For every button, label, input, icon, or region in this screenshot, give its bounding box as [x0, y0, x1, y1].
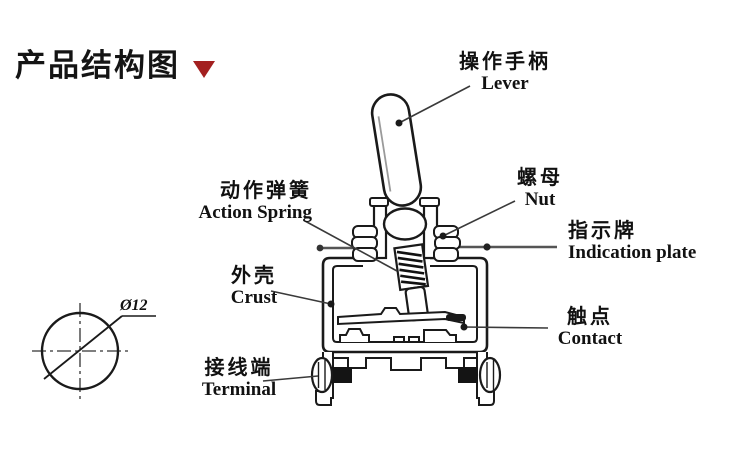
label-contact: 触点 Contact — [548, 306, 632, 349]
leader-nut — [442, 200, 516, 237]
label-lever-en: Lever — [481, 72, 529, 94]
label-action-spring-zh: 动作弹簧 — [220, 180, 312, 202]
pivot-ball — [382, 207, 428, 241]
bushing-lip-left — [369, 197, 389, 207]
leader-contact — [463, 326, 549, 329]
bottom-assembly — [310, 352, 502, 406]
dimension-circle — [32, 303, 156, 399]
nut-facets-left — [351, 225, 378, 262]
base-pedestal-right — [423, 329, 457, 342]
contact-pad — [446, 314, 466, 321]
label-action-spring-en: Action Spring — [198, 201, 313, 223]
label-contact-en: Contact — [557, 327, 623, 349]
spring-coils — [396, 250, 426, 286]
base-bumps-middle — [393, 336, 420, 342]
diameter-line — [43, 315, 123, 380]
label-terminal-en: Terminal — [201, 378, 277, 400]
leader-lever — [398, 85, 471, 124]
lever-highlight — [377, 116, 392, 192]
label-crust: 外壳 Crust — [212, 265, 296, 308]
crust-outer-wall — [321, 256, 489, 354]
leader-action-spring — [304, 220, 398, 272]
terminal-screw-right — [478, 356, 502, 394]
label-nut-en: Nut — [524, 188, 556, 210]
title-down-triangle-icon — [193, 61, 215, 78]
diameter-dimension-label: Ø12 — [120, 297, 148, 314]
label-nut-zh: 螺母 — [517, 167, 563, 189]
label-indication-plate-en: Indication plate — [568, 241, 697, 263]
circle-outline — [40, 311, 120, 391]
label-action-spring: 动作弹簧 Action Spring — [172, 180, 313, 223]
label-crust-en: Crust — [230, 286, 278, 308]
base-pedestal-left — [339, 328, 370, 342]
nut-facets-right — [433, 225, 461, 262]
label-indication-plate: 指示牌 Indication plate — [568, 220, 697, 263]
leader-lines — [262, 85, 549, 382]
label-terminal-zh: 接线端 — [204, 357, 274, 379]
bushing-and-nut — [351, 197, 461, 262]
page-title: 产品结构图 — [15, 48, 180, 83]
label-lever-zh: 操作手柄 — [459, 51, 551, 73]
indication-plate-line — [316, 243, 557, 252]
terminal-block-left — [332, 367, 352, 383]
bushing-lip-right — [419, 197, 440, 207]
crust-body — [321, 256, 489, 354]
lever-handle — [370, 93, 423, 207]
mount-band — [332, 352, 478, 371]
label-crust-zh: 外壳 — [231, 265, 277, 287]
contact-rocker — [337, 307, 466, 326]
label-indication-plate-zh: 指示牌 — [568, 220, 637, 242]
terminal-block-right — [458, 367, 478, 383]
label-terminal: 接线端 Terminal — [186, 357, 292, 400]
leader-terminal — [262, 375, 319, 382]
label-contact-zh: 触点 — [567, 306, 613, 328]
terminal-screw-left — [310, 356, 334, 394]
label-lever: 操作手柄 Lever — [450, 51, 560, 94]
label-nut: 螺母 Nut — [510, 167, 570, 210]
leader-crust — [270, 290, 332, 305]
